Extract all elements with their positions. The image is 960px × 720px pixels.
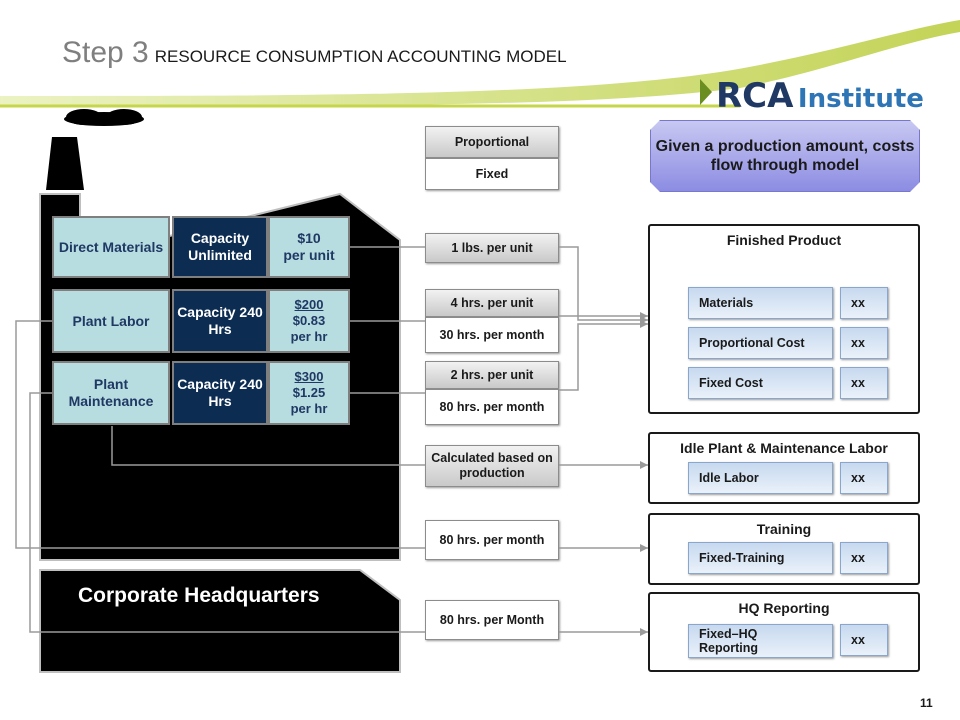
value-proportional-cost: xx: [840, 327, 888, 359]
logo-institute: Institute: [797, 84, 924, 114]
value-fixed-cost: xx: [840, 367, 888, 399]
cost-unit: per hr: [290, 329, 328, 344]
capacity-direct-materials: Capacity Unlimited: [172, 216, 268, 278]
driver-80hrs-maint: 80 hrs. per month: [425, 389, 559, 425]
header-swoosh: [0, 20, 960, 108]
driver-1lbs: 1 lbs. per unit: [425, 233, 559, 263]
panel-title: Idle Plant & Maintenance Labor: [680, 440, 888, 456]
driver-calculated: Calculated based on production: [425, 445, 559, 487]
value-idle-labor: xx: [840, 462, 888, 494]
cost-plant-labor: $200 $0.83 per hr: [268, 289, 350, 353]
driver-4hrs: 4 hrs. per unit: [425, 289, 559, 317]
rca-logo: RCA Institute: [700, 76, 952, 118]
resource-direct-materials: Direct Materials: [52, 216, 170, 278]
cost-direct-materials: $10 per unit: [268, 216, 350, 278]
value-fixed-training: xx: [840, 542, 888, 574]
panel-title: Finished Product: [726, 232, 842, 248]
cost-rate: $1.25: [292, 385, 326, 400]
chevron-icon: [700, 79, 712, 105]
row-fixed-hq-reporting: Fixed–HQ Reporting: [688, 624, 833, 658]
corporate-headquarters-label: Corporate Headquarters: [78, 584, 320, 607]
page-title: Step 3 RESOURCE CONSUMPTION ACCOUNTING MO…: [62, 36, 567, 70]
title-main: Step 3: [62, 36, 149, 69]
row-idle-labor: Idle Labor: [688, 462, 833, 494]
cost-plant-maintenance: $300 $1.25 per hr: [268, 361, 350, 425]
cost-value: $10: [297, 230, 321, 246]
cost-unit: per unit: [283, 247, 335, 263]
row-materials: Materials: [688, 287, 833, 319]
legend-proportional: Proportional: [425, 126, 559, 158]
panel-title: HQ Reporting: [738, 600, 830, 616]
driver-80hrs-hq: 80 hrs. per Month: [425, 600, 559, 640]
row-fixed-training: Fixed-Training: [688, 542, 833, 574]
driver-30hrs: 30 hrs. per month: [425, 317, 559, 353]
resource-plant-maintenance: Plant Maintenance: [52, 361, 170, 425]
value-materials: xx: [840, 287, 888, 319]
legend-fixed: Fixed: [425, 158, 559, 190]
callout-cost-flow: Given a production amount, costs flow th…: [650, 120, 920, 192]
cost-value: $300: [294, 369, 324, 384]
cost-unit: per hr: [290, 401, 328, 416]
resource-plant-labor: Plant Labor: [52, 289, 170, 353]
value-fixed-hq-reporting: xx: [840, 624, 888, 656]
row-proportional-cost: Proportional Cost: [688, 327, 833, 359]
capacity-plant-labor: Capacity 240 Hrs: [172, 289, 268, 353]
page-number: 11: [920, 696, 933, 710]
panel-title: Training: [756, 521, 812, 537]
capacity-plant-maintenance: Capacity 240 Hrs: [172, 361, 268, 425]
logo-rca: RCA: [716, 76, 794, 116]
cost-rate: $0.83: [292, 313, 326, 328]
title-sub: RESOURCE CONSUMPTION ACCOUNTING MODEL: [154, 47, 567, 66]
cost-value: $200: [294, 297, 324, 312]
driver-2hrs: 2 hrs. per unit: [425, 361, 559, 389]
row-fixed-cost: Fixed Cost: [688, 367, 833, 399]
driver-80hrs-training: 80 hrs. per month: [425, 520, 559, 560]
